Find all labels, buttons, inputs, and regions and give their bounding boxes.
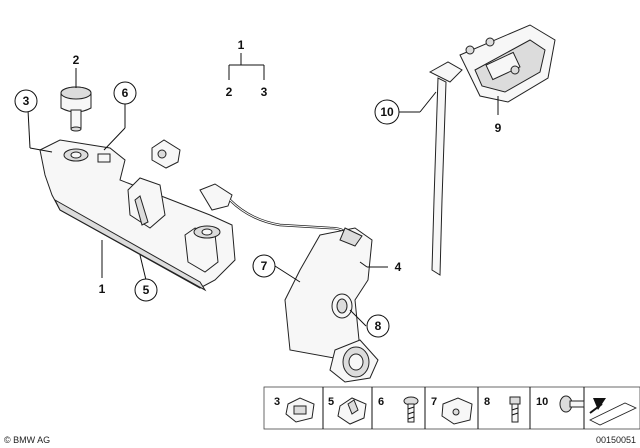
legend-item-3: 3 [274, 396, 315, 423]
bolt-head-icon [509, 396, 521, 405]
callout-6: 6 [113, 81, 137, 105]
svg-text:10: 10 [380, 105, 394, 119]
legend-item-10: 10 [536, 395, 585, 413]
svg-text:1: 1 [99, 282, 106, 296]
callout-5: 5 [134, 278, 158, 302]
section-arrow-icon [589, 398, 637, 426]
brand-label: © BMW AG [4, 435, 50, 445]
callout-1-top: 1 [238, 38, 245, 52]
svg-text:8: 8 [484, 396, 490, 408]
svg-text:9: 9 [495, 121, 502, 135]
legend-item-5: 5 [328, 396, 367, 425]
svg-text:7: 7 [431, 396, 437, 408]
callout-8: 8 [366, 314, 390, 338]
hierarchy-callout: 1 2 3 [226, 38, 268, 99]
svg-text:3: 3 [23, 94, 30, 108]
legend-item-8: 8 [484, 396, 521, 423]
bracket-part [29, 139, 236, 292]
callout-7: 7 [252, 254, 276, 278]
fastener-legend: 3 5 6 7 8 10 [263, 386, 640, 430]
callout-3-top: 3 [261, 85, 268, 99]
svg-text:6: 6 [122, 86, 129, 100]
svg-text:4: 4 [395, 260, 402, 274]
callout-9: 9 [495, 121, 502, 135]
callout-1: 1 [99, 282, 106, 296]
svg-text:2: 2 [73, 53, 80, 67]
svg-text:5: 5 [328, 396, 334, 408]
legend-item-7: 7 [431, 396, 473, 425]
svg-text:8: 8 [375, 319, 382, 333]
svg-text:6: 6 [378, 396, 384, 408]
lock-assembly [428, 24, 556, 276]
screw-shaft-icon [569, 400, 585, 408]
housing-part [284, 227, 379, 383]
knob-part [60, 86, 92, 132]
svg-text:3: 3 [274, 396, 280, 408]
leader-lines [27, 68, 437, 327]
doc-number: 00150051 [596, 435, 636, 445]
svg-text:5: 5 [143, 283, 150, 297]
callout-2-top: 2 [226, 85, 233, 99]
clip-nut-hole-icon [293, 405, 307, 415]
svg-text:7: 7 [261, 259, 268, 273]
legend-item-6: 6 [378, 396, 419, 423]
svg-text:10: 10 [536, 396, 548, 408]
callout-2: 2 [73, 53, 80, 67]
callout-10: 10 [374, 99, 400, 125]
callout-3: 3 [14, 89, 38, 113]
callout-4: 4 [395, 260, 402, 274]
